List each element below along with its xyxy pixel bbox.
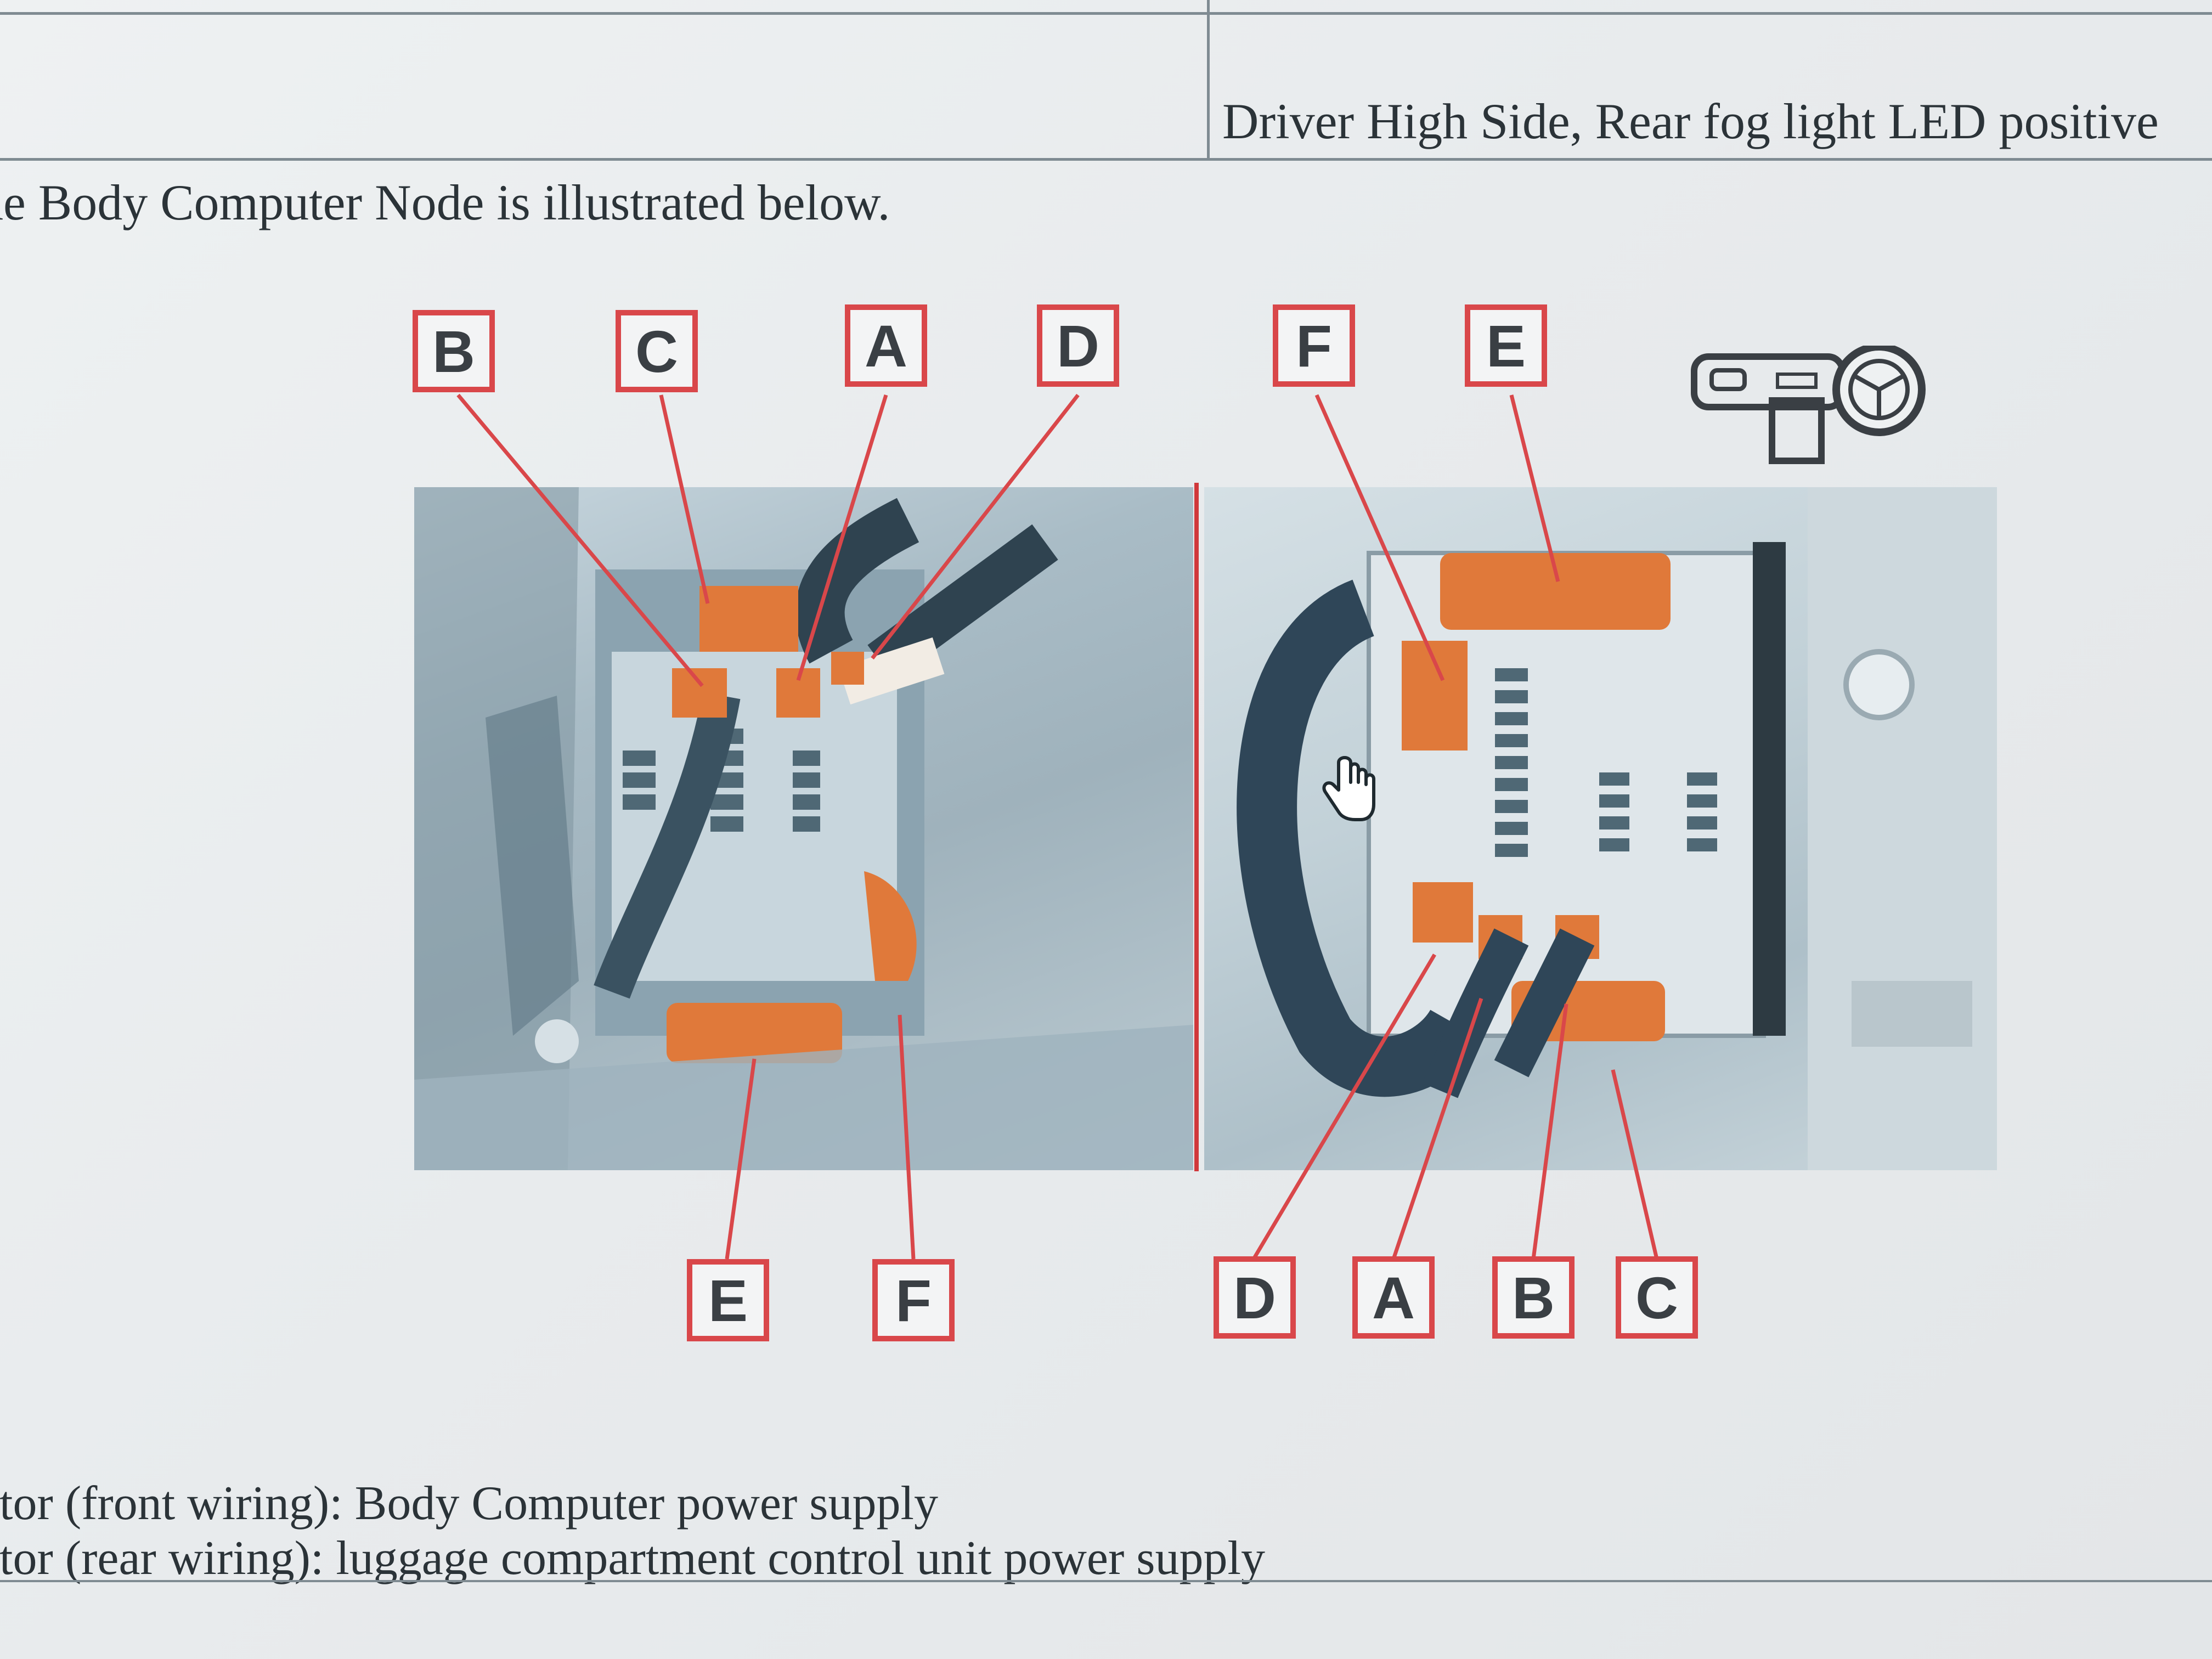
intro-text: he Body Computer Node is illustrated bel… xyxy=(0,174,890,230)
table-bottom-border xyxy=(0,158,2212,161)
callout-left-bottom-1: E xyxy=(687,1259,769,1341)
callout-right-bottom-4: C xyxy=(1616,1256,1698,1339)
callout-right-bottom-1: D xyxy=(1214,1256,1296,1339)
hand-cursor-icon xyxy=(1322,756,1375,821)
callout-left-top-1: B xyxy=(413,310,495,392)
photo-rear-view xyxy=(1204,487,1997,1170)
table-cell-description: Driver High Side, Rear fog light LED pos… xyxy=(1222,93,2159,149)
steering-wheel-dashboard-icon xyxy=(1691,346,1926,464)
photo-front-view xyxy=(414,487,1193,1170)
callout-right-top-1: F xyxy=(1273,304,1355,387)
legend-line-2: ctor (rear wiring): luggage compartment … xyxy=(0,1532,1265,1585)
callout-right-bottom-2: A xyxy=(1352,1256,1435,1339)
callout-right-top-2: E xyxy=(1465,304,1547,387)
callout-left-bottom-2: F xyxy=(872,1259,955,1341)
table-top-border xyxy=(0,12,2212,15)
legend-bottom-border xyxy=(0,1580,2212,1582)
callout-left-top-2: C xyxy=(616,310,698,392)
legend-line-1: ctor (front wiring): Body Computer power… xyxy=(0,1477,938,1530)
callout-left-top-3: A xyxy=(845,304,927,387)
callout-right-bottom-3: B xyxy=(1492,1256,1575,1339)
callout-left-top-4: D xyxy=(1037,304,1119,387)
table-column-divider xyxy=(1207,0,1210,160)
panel-divider xyxy=(1194,483,1199,1171)
